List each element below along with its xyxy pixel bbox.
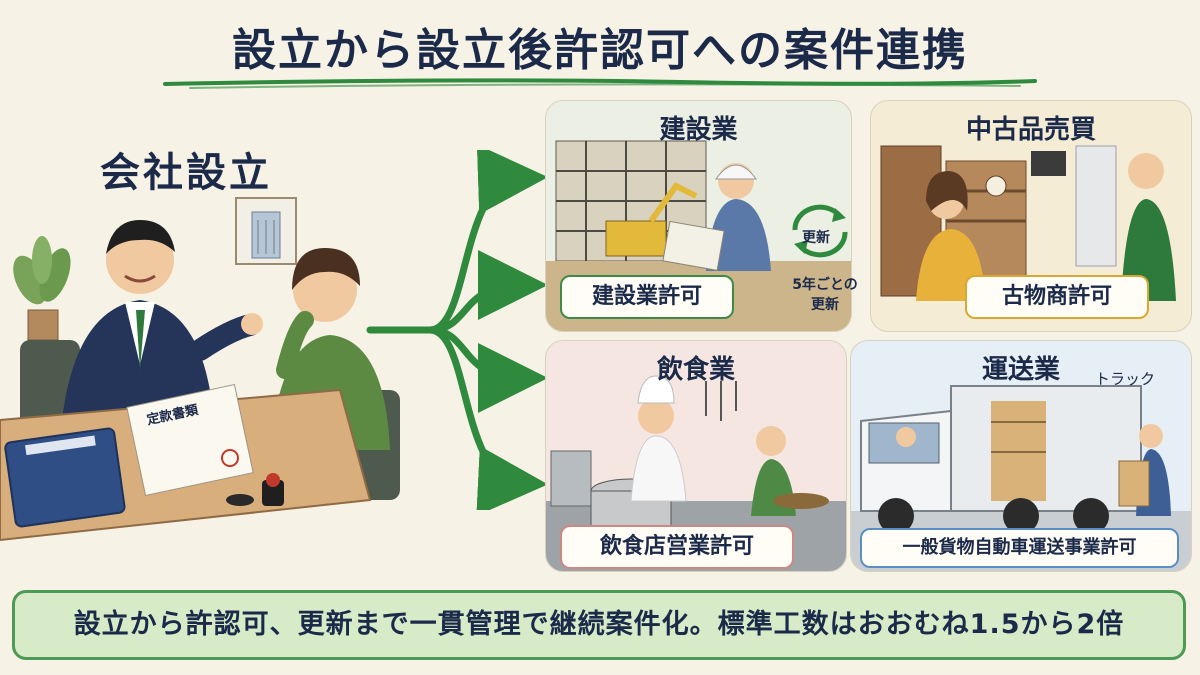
- renewal-label: 更新: [802, 230, 830, 246]
- truck-label: トラック: [1095, 370, 1156, 388]
- binder-icon: [4, 427, 126, 528]
- branch-arrows: [366, 150, 548, 510]
- office-scene-illustration: 定款書類: [0, 197, 400, 542]
- industry-title-food: 飲食業: [656, 355, 735, 385]
- renewal-note: 5年ごとの 更新: [785, 275, 865, 315]
- permit-construction: 建設業許可: [560, 275, 734, 319]
- plant-icon: [13, 236, 71, 341]
- permit-used-goods: 古物商許可: [965, 275, 1149, 319]
- renewal-cycle-icon: [792, 204, 848, 258]
- permit-food: 飲食店営業許可: [560, 525, 794, 569]
- stamp-icon: [226, 473, 284, 506]
- page-title: 設立から設立後許認可への案件連携: [232, 25, 968, 76]
- permit-transport: 一般貨物自動車運送事業許可: [860, 528, 1179, 568]
- articles-document: 定款書類: [126, 383, 254, 497]
- industry-title-transport: 運送業: [981, 355, 1060, 385]
- footer-text: 設立から許認可、更新まで一貫管理で継続案件化。標準工数はおおむね1.5から2倍: [73, 609, 1125, 640]
- renewal-note-line2: 更新: [811, 297, 839, 313]
- footer-banner: 設立から許認可、更新まで一貫管理で継続案件化。標準工数はおおむね1.5から2倍: [12, 590, 1186, 660]
- industry-title-construction: 建設業: [659, 115, 738, 145]
- renewal-note-line1: 5年ごとの: [792, 277, 858, 293]
- building-picture-icon: [235, 197, 297, 265]
- industry-title-used-goods: 中古品売買: [965, 115, 1096, 145]
- title-underline: [163, 78, 1037, 89]
- company-setup-label: 会社設立: [100, 150, 272, 196]
